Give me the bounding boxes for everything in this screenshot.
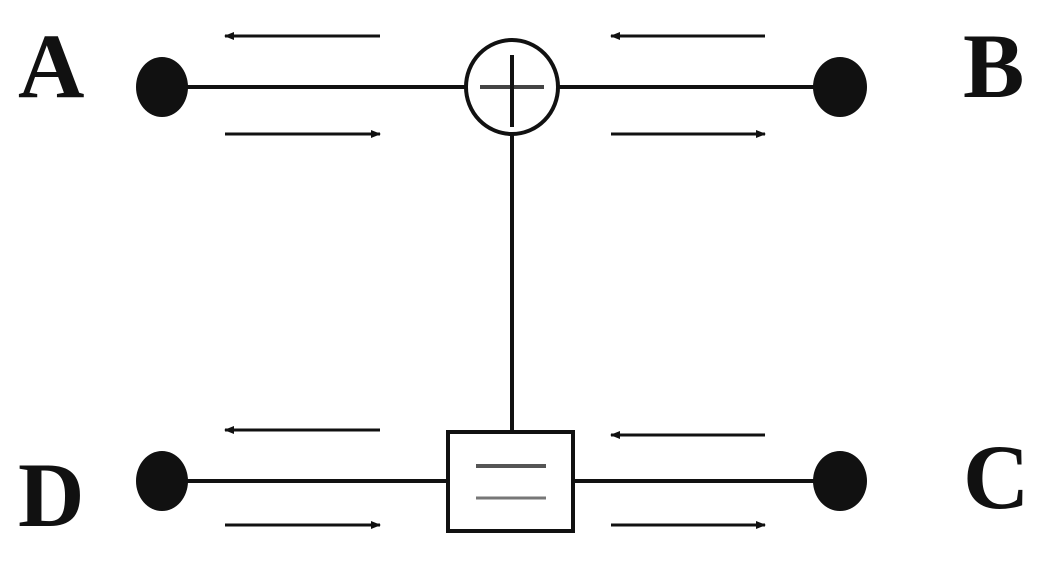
port-dot-b xyxy=(813,57,867,117)
port-dot-d xyxy=(136,451,188,511)
port-dot-a xyxy=(136,57,188,117)
port-dot-c xyxy=(813,451,867,511)
port-label-b: B xyxy=(963,15,1024,117)
summing-junction-icon xyxy=(464,38,560,136)
port-label-a: A xyxy=(18,15,84,117)
equals-box-icon xyxy=(446,430,575,533)
port-label-d: D xyxy=(18,444,84,546)
port-label-c: C xyxy=(963,426,1029,528)
